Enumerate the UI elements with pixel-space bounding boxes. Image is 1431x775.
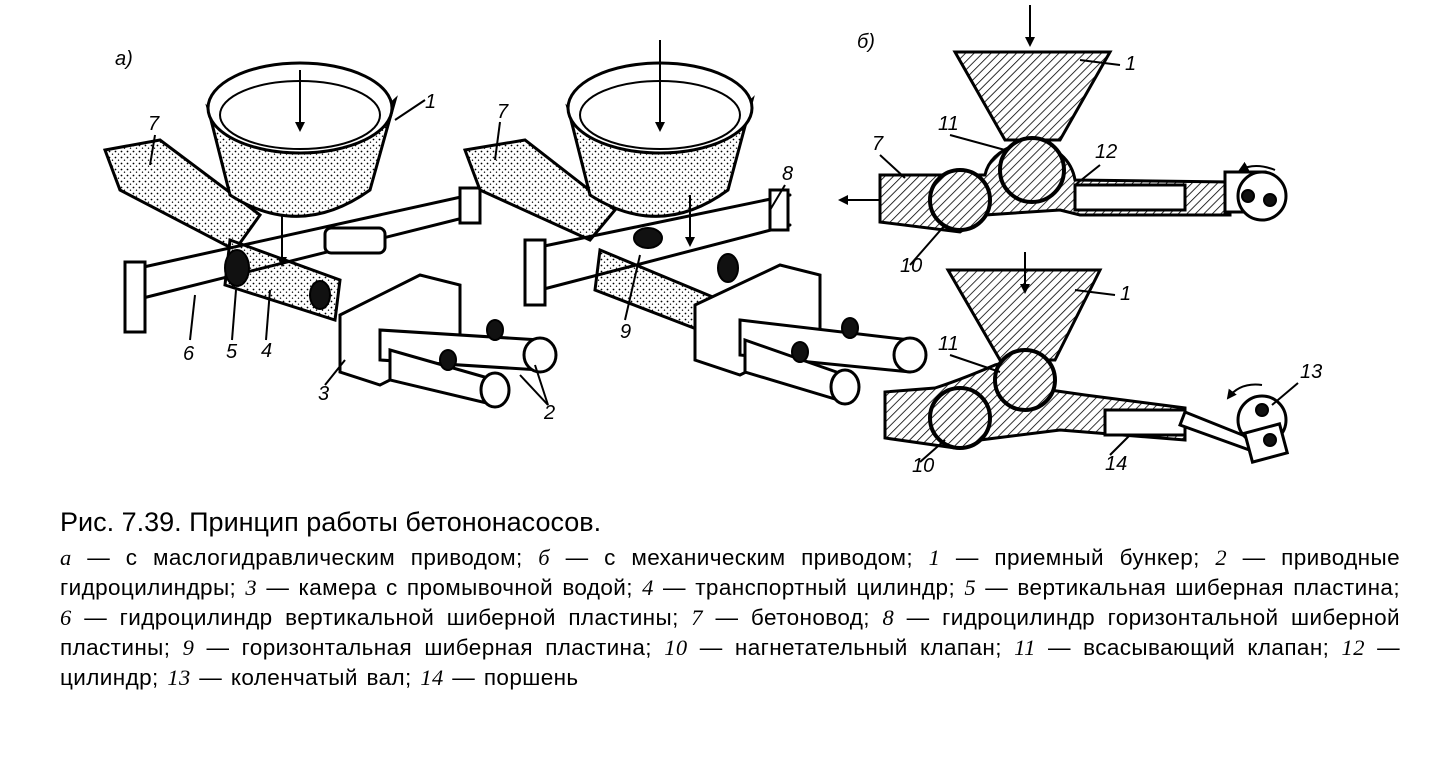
callout-4: 4 (261, 340, 272, 362)
legend-text: — коленчатый вал; (190, 665, 421, 690)
callout-b-11: 11 (938, 113, 959, 135)
callout-6: 6 (183, 343, 195, 365)
legend-text: — транспортный цилиндр; (653, 575, 965, 600)
callout-b-1: 1 (1125, 53, 1136, 75)
callout-7: 7 (148, 113, 160, 135)
panel-a-label: а) (115, 48, 133, 70)
callout-b-11b: 11 (938, 333, 959, 355)
legend-number: 9 (182, 635, 195, 660)
legend-number: 14 (420, 665, 444, 690)
pump-b-bottom (883, 252, 1290, 464)
legend-number: 11 (1014, 635, 1036, 660)
callout-b-14: 14 (1105, 453, 1127, 475)
callout-b-1b: 1 (1120, 283, 1131, 305)
legend-number: б (538, 545, 550, 570)
legend-text: — бетоновод; (702, 605, 883, 630)
legend-number: 8 (882, 605, 895, 630)
panel-b-label: б) (857, 31, 875, 53)
legend-number: 6 (60, 605, 72, 630)
legend-text: — цилиндр; (60, 635, 1400, 690)
legend-text: — горизонтальная шиберная пластина; (194, 635, 665, 660)
legend-number: 1 (928, 545, 941, 570)
legend-number: 3 (245, 575, 258, 600)
callout-8: 8 (782, 163, 793, 185)
callout-b-10b: 10 (912, 455, 934, 477)
legend-number: а (60, 545, 72, 570)
callout-2: 2 (543, 402, 555, 424)
caption-title: Рис. 7.39. Принцип работы бетононасосов. (60, 507, 602, 537)
legend-number: 2 (1215, 545, 1228, 570)
caption-body: а — с маслогидравлическим приводом; б — … (60, 543, 1400, 693)
pump-a-left (102, 61, 558, 409)
legend-number: 7 (691, 605, 703, 630)
callout-1: 1 (425, 91, 436, 113)
callout-b-7: 7 (872, 133, 884, 155)
legend-text: — поршень (443, 665, 579, 690)
pump-a-right (462, 40, 928, 406)
callouts-a: 7 1 6 5 4 3 2 7 8 9 (148, 91, 793, 424)
legend-text: — приемный бункер; (940, 545, 1216, 570)
figure-caption: Рис. 7.39. Принцип работы бетононасосов.… (60, 505, 1400, 693)
callouts-b: 1 7 11 12 10 1 11 13 10 14 (872, 53, 1322, 477)
callout-b-12: 12 (1095, 141, 1117, 163)
legend-number: 4 (642, 575, 654, 600)
legend-text: — нагнетательный клапан; (687, 635, 1015, 660)
pump-b-top (838, 5, 1288, 234)
callout-9: 9 (620, 321, 631, 343)
legend-text: — камера с промывочной водой; (257, 575, 643, 600)
pump-diagram: а) б) 7 1 6 5 4 3 2 7 8 9 1 7 11 12 10 1… (102, 5, 1322, 477)
callout-b-13: 13 (1300, 361, 1322, 383)
legend-number: 12 (1341, 635, 1365, 660)
callout-5: 5 (226, 341, 238, 363)
callout-3: 3 (318, 383, 329, 405)
legend-text: — с маслогидравлическим приводом; (71, 545, 539, 570)
leader-lines (149, 59, 1299, 463)
legend-text: — вертикальная шиберная пластина; (976, 575, 1400, 600)
legend-number: 10 (664, 635, 688, 660)
legend-number: 13 (167, 665, 191, 690)
callout-b-10: 10 (900, 255, 922, 277)
legend-number: 5 (964, 575, 977, 600)
legend-text: — всасывающий клапан; (1035, 635, 1342, 660)
legend-text: — приводные гидроцилиндры; (60, 545, 1400, 600)
legend-text: — гидроцилиндр горизонтальной шиберной п… (60, 605, 1400, 660)
legend-text: — гидроцилиндр вертикальной шиберной пла… (71, 605, 692, 630)
legend-text: — с механическим приводом; (550, 545, 929, 570)
callout-7b: 7 (497, 101, 509, 123)
